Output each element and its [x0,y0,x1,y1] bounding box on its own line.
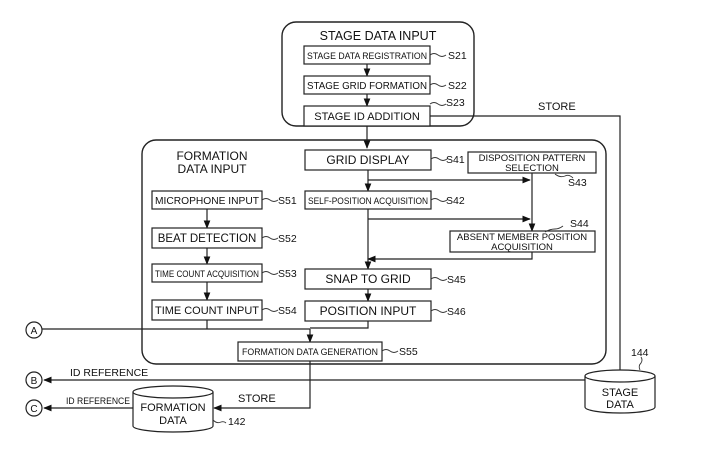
step-s54-label: TIME COUNT INPUT [155,305,259,317]
step-s55-leader [381,349,399,353]
step-s55-id: S55 [399,346,418,358]
formation-title-line2: DATA INPUT [178,162,248,176]
step-s44-id: S44 [570,218,589,230]
step-s42-id: S42 [446,195,465,207]
step-s53-label: TIME COUNT ACQUISITION [155,269,259,280]
step-s43-label-line1: DISPOSITION PATTERN [479,153,586,164]
stage-data-ref: 144 [631,347,649,359]
step-s41-leader [430,157,448,161]
step-s22-id: S22 [448,80,467,92]
step-s46-leader [430,309,448,313]
stage-data-leader [638,356,643,371]
step-s51-id: S51 [278,195,297,207]
stage-data-line1: STAGE [602,387,638,399]
connector-b [25,371,43,389]
formation-data-ref: 142 [228,416,246,428]
formation-title-line1: FORMATION [176,149,247,163]
formation-data-line1: FORMATION [140,402,205,414]
stage-data-line2: DATA [606,399,634,411]
formation-data-database [132,385,214,433]
step-s21-leader [429,53,447,57]
step-s42-leader [430,198,448,202]
step-s44-label-line2: ACQUISITION [491,242,553,253]
step-s52-label: BEAT DETECTION [158,233,257,245]
step-s45-leader [430,277,448,281]
step-s51-label: MICROPHONE INPUT [155,196,259,207]
step-s23-id: S23 [446,97,465,109]
step-s23-label: STAGE ID ADDITION [314,111,420,123]
formation-data-input-frame [141,139,607,365]
step-s23-leader [429,102,447,106]
step-s45-label: SNAP TO GRID [325,272,411,286]
step-s46-label: POSITION INPUT [320,304,417,318]
step-s41-label: GRID DISPLAY [326,153,409,167]
step-s43-label-line2: SELECTION [505,163,559,174]
step-s21-id: S21 [448,50,467,62]
step-s44-leader [544,225,564,233]
id-reference-c-label: ID REFERENCE [66,396,130,406]
step-s43-id: S43 [568,177,587,189]
step-s42-label: SELF-POSITION ACQUISITION [308,196,428,207]
step-s52-id: S52 [278,233,297,245]
step-s41-id: S41 [446,154,465,166]
step-s52-leader [261,236,279,240]
formation-data-leader [212,419,227,424]
connector-c-label: C [30,404,37,415]
step-s22-label: STAGE GRID FORMATION [307,81,427,92]
store-label-top: STORE [538,101,576,113]
step-s45-id: S45 [447,274,466,286]
step-s46-id: S46 [447,306,466,318]
connector-b-label: B [31,376,38,387]
stage-data-input-title: STAGE DATA INPUT [320,29,437,43]
connector-a [25,321,43,339]
connector-c [25,399,43,417]
step-s44-label-line1: ABSENT MEMBER POSITION [457,232,587,243]
step-s51-leader [261,198,279,202]
step-s53-id: S53 [278,268,297,280]
step-s53-leader [261,271,279,275]
step-s43-leader [554,173,574,179]
step-s44-box [449,230,596,253]
connector-a-label: A [31,326,38,337]
step-s54-id: S54 [278,305,297,317]
formation-data-line2: DATA [159,415,187,427]
step-s22-leader [429,83,447,87]
id-reference-b-label: ID REFERENCE [70,367,148,379]
step-s55-label: FORMATION DATA GENERATION [242,347,378,358]
store-label-bottom: STORE [238,393,276,405]
step-s21-label: STAGE DATA REGISTRATION [307,51,427,62]
stage-data-database [584,369,656,414]
step-s54-leader [261,308,279,312]
